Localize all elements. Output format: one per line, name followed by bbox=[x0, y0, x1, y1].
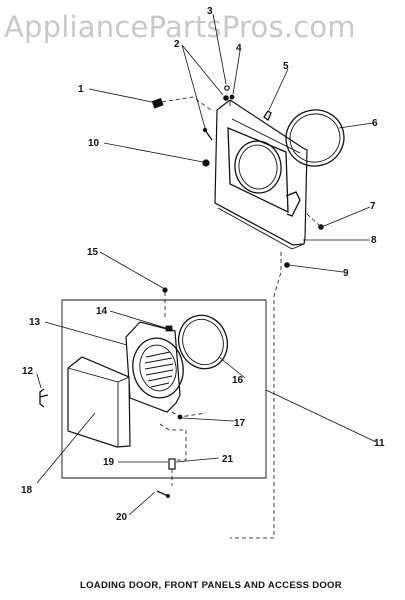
callout-6: 6 bbox=[372, 118, 378, 129]
door-grille-hatch bbox=[144, 351, 174, 388]
front-panel bbox=[214, 99, 308, 246]
callout-9: 9 bbox=[343, 268, 349, 279]
upper-hardware bbox=[151, 85, 324, 268]
callout-4: 4 bbox=[236, 43, 242, 54]
part-20-screw bbox=[156, 490, 169, 497]
loading-door-frame bbox=[125, 321, 184, 413]
front-panel-assembly bbox=[214, 99, 308, 250]
callout-8: 8 bbox=[371, 235, 377, 246]
part-15-screw bbox=[162, 287, 168, 293]
callout-3: 3 bbox=[207, 6, 213, 17]
callout-16: 16 bbox=[232, 375, 244, 386]
callout-11: 11 bbox=[374, 438, 385, 449]
callout-labels: 1 2 3 4 5 6 7 8 9 10 11 12 13 14 15 16 1… bbox=[21, 6, 385, 523]
callout-20: 20 bbox=[116, 512, 128, 523]
part-12-hinge bbox=[39, 388, 49, 408]
door-gasket-upper bbox=[285, 109, 345, 167]
callout-15: 15 bbox=[87, 247, 99, 258]
part-4-nut bbox=[229, 94, 235, 100]
callout-13: 13 bbox=[29, 317, 41, 328]
door-gasket-lower bbox=[177, 314, 229, 370]
callout-5: 5 bbox=[283, 61, 289, 72]
callout-18: 18 bbox=[21, 485, 33, 496]
part-1-clip bbox=[151, 97, 164, 109]
callout-1: 1 bbox=[78, 84, 84, 95]
access-door-panel bbox=[67, 356, 131, 448]
part-14-bracket bbox=[165, 325, 173, 332]
callout-7: 7 bbox=[370, 201, 376, 212]
front-panel-opening-frame bbox=[227, 127, 289, 214]
callout-21: 21 bbox=[222, 454, 234, 465]
part-3-screw bbox=[224, 85, 230, 91]
diagram-caption: LOADING DOOR, FRONT PANELS AND ACCESS DO… bbox=[80, 580, 342, 591]
callout-2: 2 bbox=[174, 39, 180, 50]
part-2-screw-a bbox=[223, 95, 229, 101]
part-19-latch bbox=[168, 458, 176, 470]
callout-19: 19 bbox=[103, 457, 115, 468]
assembly-connector-line bbox=[230, 252, 282, 539]
part-5-clip bbox=[263, 110, 272, 122]
front-panel-door-opening bbox=[234, 140, 282, 194]
watermark-text: AppliancePartsPros.com bbox=[4, 10, 356, 44]
callout-12: 12 bbox=[22, 366, 34, 377]
part-10-nut bbox=[202, 159, 210, 167]
leader-lines bbox=[36, 13, 377, 516]
callout-14: 14 bbox=[96, 306, 108, 317]
callout-17: 17 bbox=[234, 418, 246, 429]
callout-10: 10 bbox=[88, 138, 100, 149]
lower-assembly-frame bbox=[61, 299, 267, 479]
part-9-screw bbox=[284, 262, 290, 268]
